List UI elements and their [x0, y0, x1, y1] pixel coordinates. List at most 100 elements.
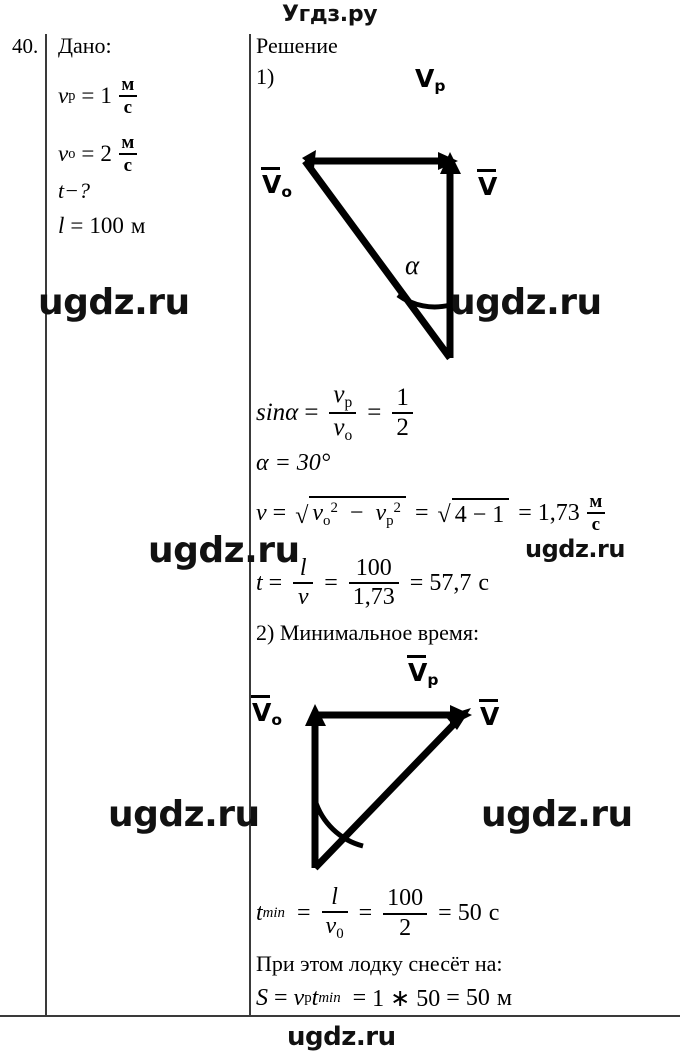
radical-sign: √: [295, 502, 309, 529]
equation-sin-alpha: sinα = vр vо = 1 2: [256, 381, 418, 444]
tmin-equals-1: =: [296, 900, 311, 927]
drift-lhs: S: [256, 985, 268, 1011]
part2-label: 2) Минимальное время:: [256, 620, 480, 645]
given-vo-unit: м с: [118, 132, 137, 176]
diagram2-vo-symbol: V: [250, 695, 272, 727]
speed-radicand-1: vо2 − vр2: [309, 496, 406, 530]
problem-number: 40.: [12, 34, 39, 58]
speed-unit-numerator: м: [589, 491, 603, 512]
drift-equals-1: =: [274, 985, 288, 1011]
diagram1-label-v: V: [476, 169, 498, 201]
sin-alpha-f1-numerator: vр: [329, 381, 356, 411]
drift-t-subscript: min: [318, 990, 341, 1006]
diagram1-v-symbol: V: [476, 169, 498, 201]
given-length: l = 100 м: [58, 213, 145, 239]
speed-equals-1: =: [272, 499, 287, 526]
speed-equals-3: =: [518, 499, 532, 526]
time-equals-1: =: [268, 569, 283, 596]
given-vp-unit-denominator: с: [123, 97, 133, 118]
speed-radical-2: √ 4 − 1: [438, 497, 510, 529]
tmin-equals-3: =: [438, 900, 452, 927]
tmin-f2-denominator: 2: [399, 914, 412, 941]
drift-v-symbol: v: [293, 985, 305, 1011]
tmin-f1-numerator: l: [331, 884, 338, 910]
diagram2-vp-symbol: V: [406, 655, 428, 687]
diagram2-label-vp: Vp: [406, 655, 438, 689]
drift-v-subscript: р: [304, 990, 312, 1006]
divider-left: [45, 34, 47, 1016]
given-vp-equals: =: [81, 83, 95, 108]
time-equals-3: =: [409, 569, 424, 596]
fraction-bar: [392, 411, 413, 414]
f1-num-symbol: v: [333, 381, 345, 408]
f1-num-subscript: р: [344, 393, 353, 411]
diagram2-v-symbol: V: [478, 699, 500, 731]
sin-alpha-equals-1: =: [304, 398, 319, 426]
speed-result: 1,73: [537, 499, 580, 526]
sin-alpha-fraction-1: vр vо: [329, 381, 357, 444]
given-vo-unit-denominator: с: [123, 155, 133, 176]
fraction-bar: [321, 911, 348, 914]
fraction-bar: [329, 411, 357, 414]
given-length-symbol: l: [58, 213, 65, 238]
header-watermark: Угдз.ру: [282, 2, 378, 27]
vector-diagram-2-svg: [305, 704, 472, 871]
watermark-right-3: ugdz.ru: [481, 794, 633, 835]
diagram1-label-vo: Vo: [260, 167, 293, 202]
time-f1-numerator: l: [299, 555, 307, 581]
part1-label: 1): [256, 64, 275, 89]
drift-unit: м: [496, 985, 513, 1011]
time-f1-denominator: v: [297, 584, 309, 611]
equation-time: t = l v = 100 1,73 = 57,7 с: [256, 555, 489, 611]
given-vo-unit-numerator: м: [121, 132, 135, 153]
speed-unit: м с: [586, 491, 605, 535]
given-length-unit: м: [130, 213, 146, 238]
tmin-fraction-1: l v0: [321, 884, 348, 942]
time-f2-denominator: 1,73: [352, 584, 395, 611]
drift-t-symbol: t: [311, 985, 319, 1011]
f1-den-symbol: v: [333, 413, 345, 441]
diagram2-label-vo: Vo: [250, 695, 282, 729]
drift-expression: 1 ∗ 50: [372, 986, 441, 1012]
equation-alpha-value: α = 30°: [256, 450, 331, 476]
drift-equals-2: =: [352, 985, 367, 1011]
given-length-equals: =: [70, 213, 84, 238]
tmin-lhs-subscript: min: [262, 905, 285, 922]
sin-alpha-lhs: sinα: [256, 398, 299, 426]
sin-alpha-f2-denominator: 2: [396, 413, 409, 441]
time-result: 57,7: [429, 569, 472, 596]
solution-heading: Решение: [256, 33, 338, 58]
time-f2-numerator: 100: [355, 555, 392, 581]
drift-text: При этом лодку снесёт на:: [256, 951, 503, 976]
equation-resultant-speed: v = √ vо2 − vр2 = √ 4 − 1 = 1,73 м с: [256, 492, 605, 534]
time-equals-2: =: [324, 569, 338, 596]
speed-radical-1: √ vо2 − vр2: [295, 496, 406, 530]
given-heading: Дано:: [58, 33, 112, 58]
find-quantity: t−?: [58, 178, 90, 203]
tmin-f1-den-symbol: v: [325, 913, 337, 940]
tmin-f2-numerator: 100: [387, 885, 424, 912]
unit-fraction-bar: [586, 512, 605, 514]
diagram1-vp-subscript: p: [434, 77, 446, 96]
radicand-vp-subscript: р: [386, 512, 394, 529]
drift-equals-3: =: [446, 985, 460, 1011]
given-vp-value: 1: [100, 83, 112, 108]
fraction-bar: [383, 912, 428, 915]
radicand-vo-exponent: 2: [330, 500, 338, 517]
watermark-left-1: ugdz.ru: [38, 282, 190, 323]
diagram1-vp-symbol: V: [415, 64, 435, 93]
diagram1-vo-subscript: o: [281, 183, 293, 202]
unit-fraction-bar: [118, 153, 137, 155]
sin-alpha-equals-2: =: [367, 398, 382, 426]
given-vo-equals: =: [81, 141, 95, 166]
watermark-right-2: ugdz.ru: [525, 535, 625, 563]
speed-unit-denominator: с: [591, 514, 601, 535]
tmin-f1-den-subscript: 0: [336, 925, 344, 942]
sin-alpha-fraction-2: 1 2: [392, 384, 413, 442]
radicand-vp-symbol: v: [375, 500, 387, 527]
tmin-unit: с: [488, 900, 500, 927]
speed-lhs: v: [256, 499, 267, 526]
